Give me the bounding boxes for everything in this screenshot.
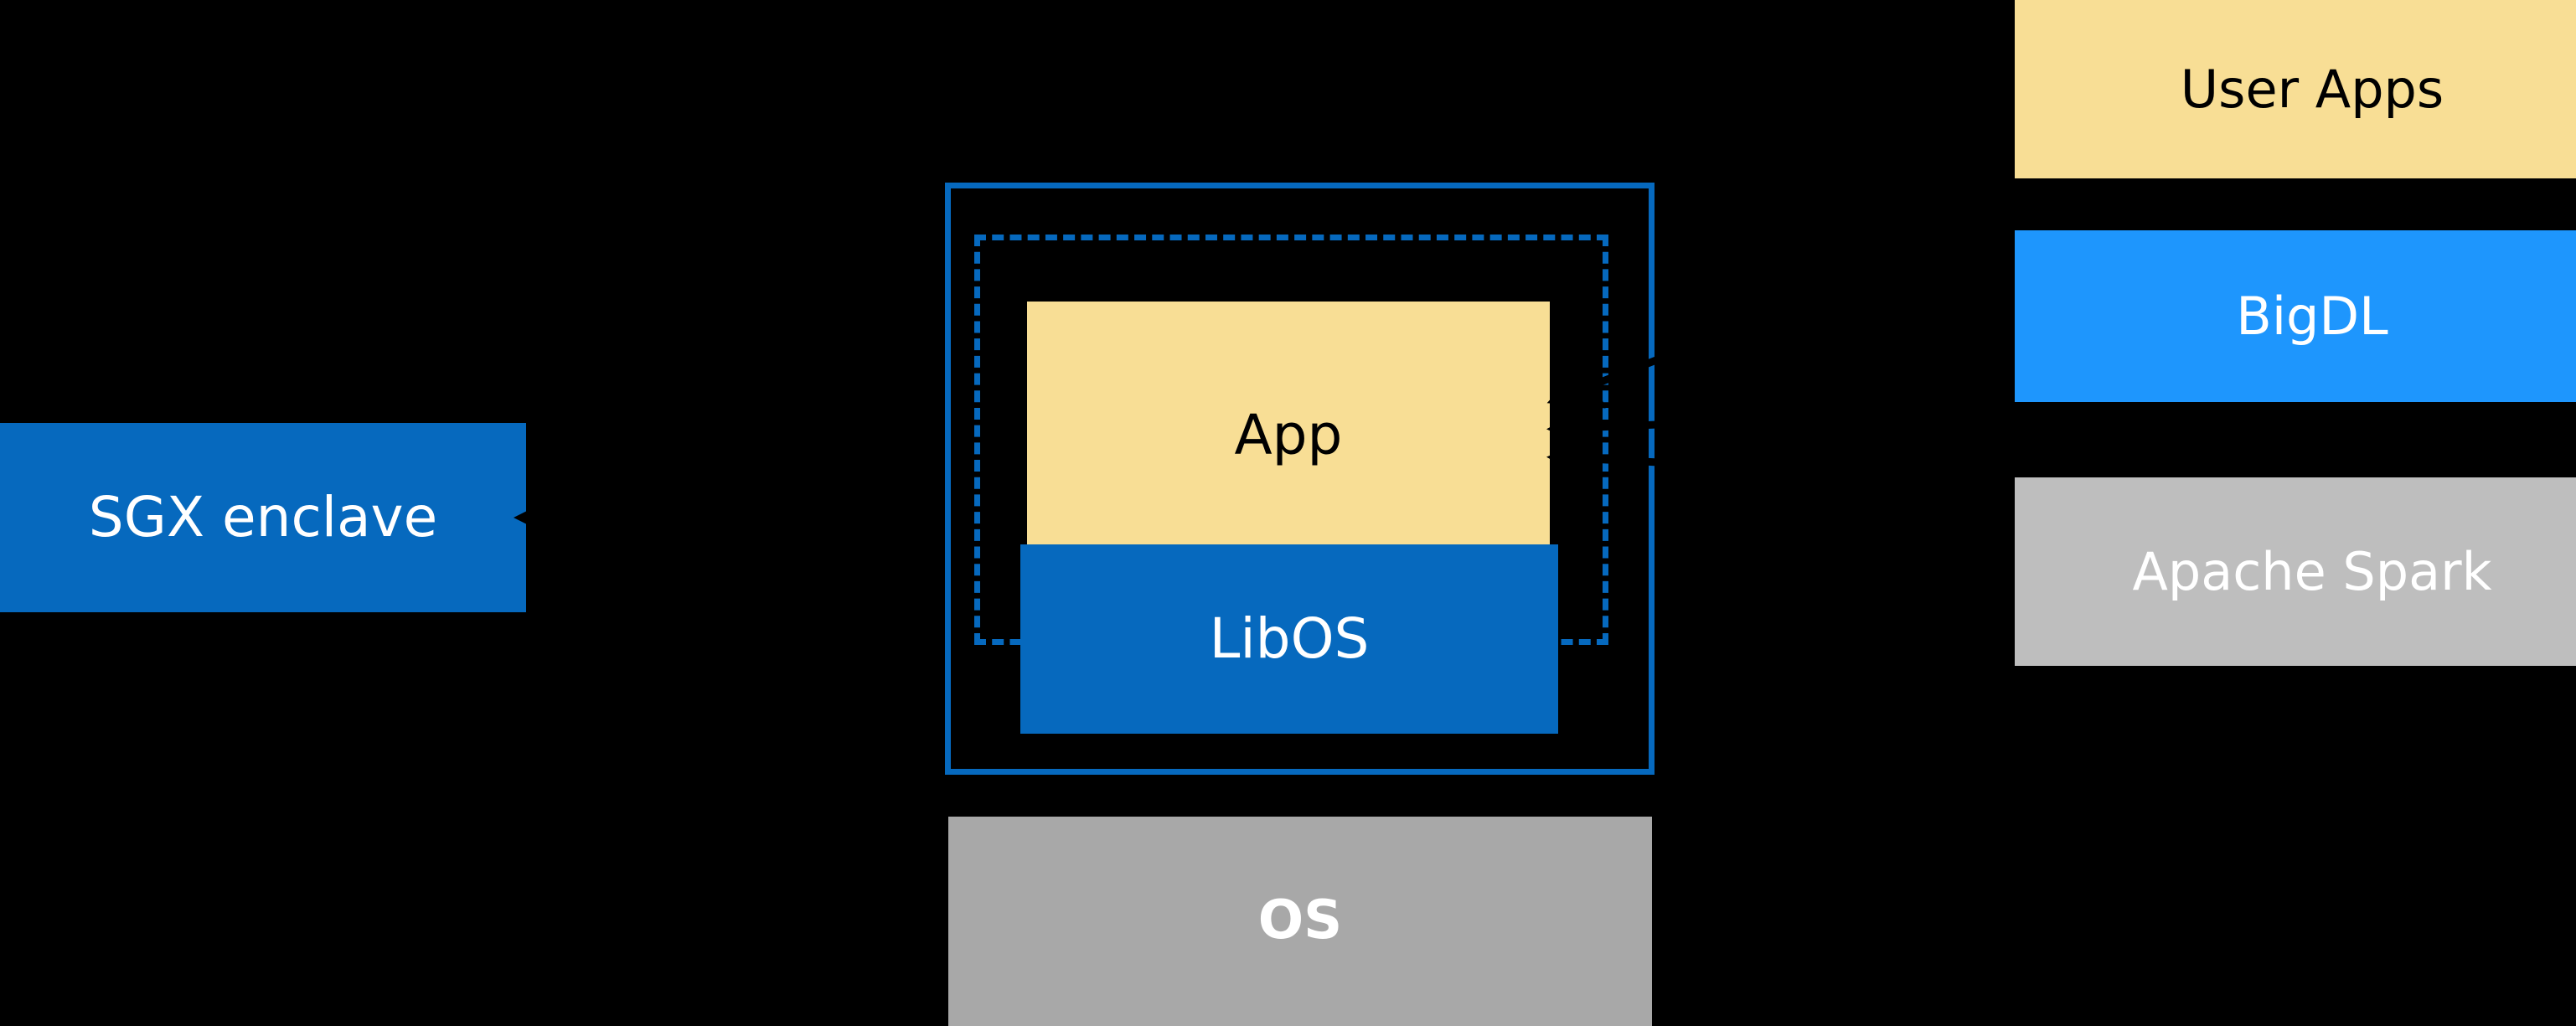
- app-label: App: [1234, 403, 1343, 468]
- libos-box[interactable]: LibOS: [1020, 544, 1558, 734]
- sgx-enclave-label: SGX enclave: [88, 485, 438, 550]
- bigdl-box[interactable]: BigDL: [2015, 230, 2576, 402]
- user-apps-box[interactable]: User Apps: [2015, 0, 2576, 178]
- user-apps-label: User Apps: [2180, 58, 2444, 120]
- os-label: OS: [1257, 889, 1343, 952]
- apache-spark-label: Apache Spark: [2132, 540, 2492, 602]
- sgx-enclave-box[interactable]: SGX enclave: [0, 423, 526, 612]
- app-box[interactable]: App: [1027, 302, 1550, 570]
- libos-label: LibOS: [1209, 606, 1370, 672]
- bigdl-label: BigDL: [2236, 285, 2388, 347]
- apache-spark-box[interactable]: Apache Spark: [2015, 477, 2576, 666]
- os-box[interactable]: OS: [948, 817, 1652, 1026]
